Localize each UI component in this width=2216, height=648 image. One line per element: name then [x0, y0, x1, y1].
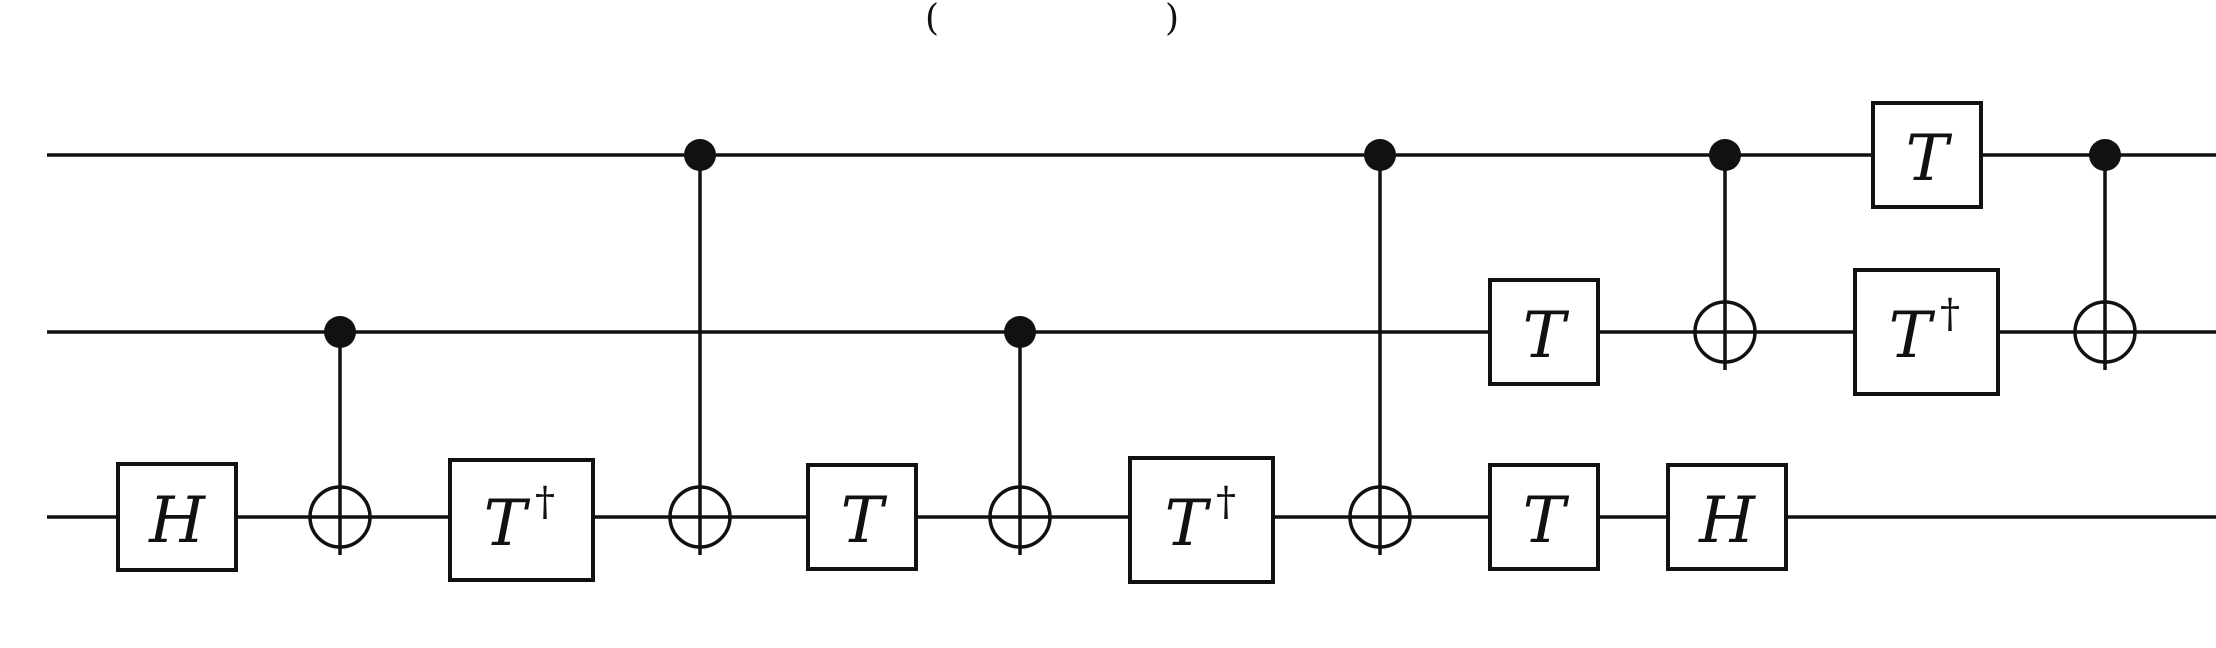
gate-label: T [1165, 487, 1212, 561]
gate-box [1666, 463, 1788, 571]
t-gate-1: T [806, 463, 918, 571]
cnot-gate-3 [988, 316, 1052, 555]
t-gate-2: T [1488, 278, 1600, 386]
t-dagger-gate-3: T † [1853, 268, 2000, 396]
cnot-gate-1 [308, 316, 372, 555]
gate-label: T [484, 487, 531, 561]
gate-label: T [1523, 484, 1570, 558]
control-dot [1709, 139, 1741, 171]
gate-box [1853, 268, 2000, 396]
hadamard-gate-2: H [1666, 463, 1788, 571]
control-dot [324, 316, 356, 348]
control-dot [684, 139, 716, 171]
control-dot [1004, 316, 1036, 348]
gate-label: T [1906, 122, 1953, 196]
cnot-gate-4 [1348, 139, 1412, 555]
gate-label: T [841, 484, 888, 558]
hadamard-gate-1: H [116, 462, 238, 572]
dagger-superscript: † [535, 479, 555, 525]
cnot-gate-6 [2073, 139, 2137, 370]
control-dot [2089, 139, 2121, 171]
t-dagger-gate-2: T † [1128, 456, 1275, 584]
gate-label: H [148, 484, 206, 558]
caption-fragment-right: ) [1165, 0, 1179, 39]
dagger-superscript: † [1216, 479, 1236, 525]
gate-label: T [1523, 299, 1570, 373]
caption-fragment-left: ( [925, 0, 939, 39]
gate-label: H [1698, 484, 1756, 558]
cnot-gate-5 [1693, 139, 1757, 370]
gate-box [1488, 278, 1600, 386]
control-dot [1364, 139, 1396, 171]
gate-box [1488, 463, 1600, 571]
t-gate-3: T [1488, 463, 1600, 571]
gate-label: T [1889, 299, 1936, 373]
t-gate-4: T [1871, 101, 1983, 209]
gate-box [448, 458, 595, 582]
gate-box [806, 463, 918, 571]
cnot-gate-2 [668, 139, 732, 555]
t-dagger-gate-1: T † [448, 458, 595, 582]
gate-box [116, 462, 238, 572]
gate-box [1128, 456, 1275, 584]
gate-box [1871, 101, 1983, 209]
dagger-superscript: † [1940, 291, 1960, 337]
